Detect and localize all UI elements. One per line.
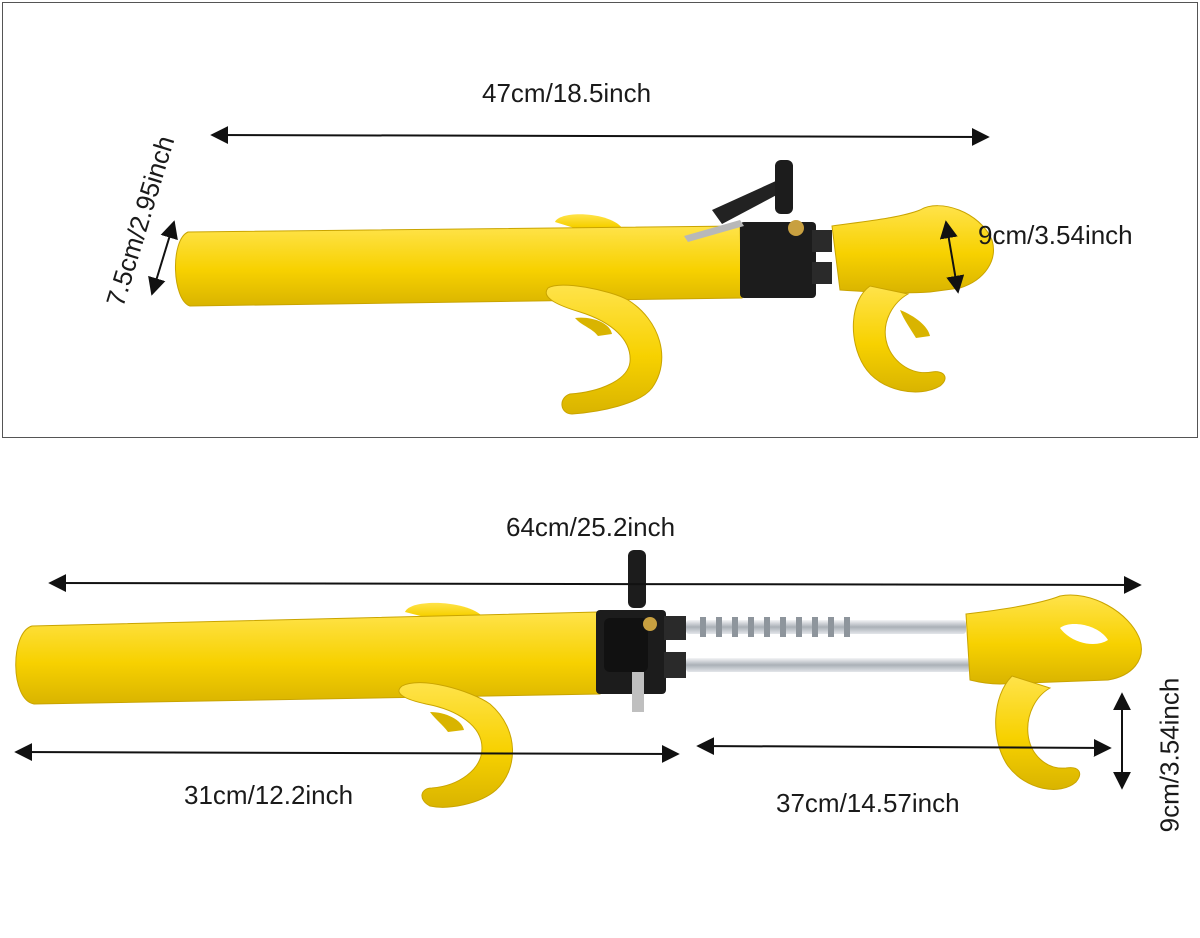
extended-key-blade xyxy=(632,672,644,712)
right-hook xyxy=(852,285,946,393)
key-blade xyxy=(712,180,786,224)
hook-head-cutout xyxy=(1060,624,1108,644)
extension-length-arrow xyxy=(696,737,1112,757)
extended-key-head xyxy=(628,550,646,608)
extended-collar-lower xyxy=(664,652,686,678)
left-hook xyxy=(545,284,663,415)
hook-arrow-top xyxy=(939,220,965,294)
key-metal xyxy=(684,220,744,242)
extended-length-label: 64cm/25.2inch xyxy=(506,512,676,542)
rod-collar-lower xyxy=(812,262,832,284)
steering-lock-extended xyxy=(15,550,1142,808)
handle-body xyxy=(175,225,743,307)
right-hook-inner xyxy=(900,310,930,338)
extension-length-label: 37cm/14.57inch xyxy=(776,788,960,818)
hook-label-top: 9cm/3.54inch xyxy=(978,220,1133,250)
extended-right-hook xyxy=(995,675,1081,790)
length-arrow xyxy=(210,126,990,146)
rod-collar-upper xyxy=(812,230,832,252)
length-label: 47cm/18.5inch xyxy=(482,78,652,108)
steering-lock-retracted xyxy=(175,160,994,415)
extended-left-hook-inner xyxy=(430,712,464,732)
rod-teeth xyxy=(700,617,850,637)
extended-left-hook xyxy=(398,682,513,808)
extended-handle-body xyxy=(15,611,601,705)
key-head xyxy=(775,160,793,214)
width-arrow xyxy=(148,220,178,296)
right-hook-head xyxy=(831,205,994,294)
smooth-rod xyxy=(686,658,970,672)
extended-keyhole xyxy=(643,617,657,631)
extended-length-arrow xyxy=(48,574,1142,594)
serrated-rod xyxy=(686,620,966,634)
extended-key-fob xyxy=(604,618,648,672)
lock-block xyxy=(740,222,816,298)
keyhole xyxy=(788,220,804,236)
left-hook-inner xyxy=(575,317,612,336)
extended-right-hook-head xyxy=(965,594,1142,685)
handle-length-arrow xyxy=(14,743,680,763)
hook-label-bottom: 9cm/3.54inch xyxy=(1154,677,1185,833)
extended-collar-upper xyxy=(664,616,686,640)
handle-length-label: 31cm/12.2inch xyxy=(184,780,354,810)
